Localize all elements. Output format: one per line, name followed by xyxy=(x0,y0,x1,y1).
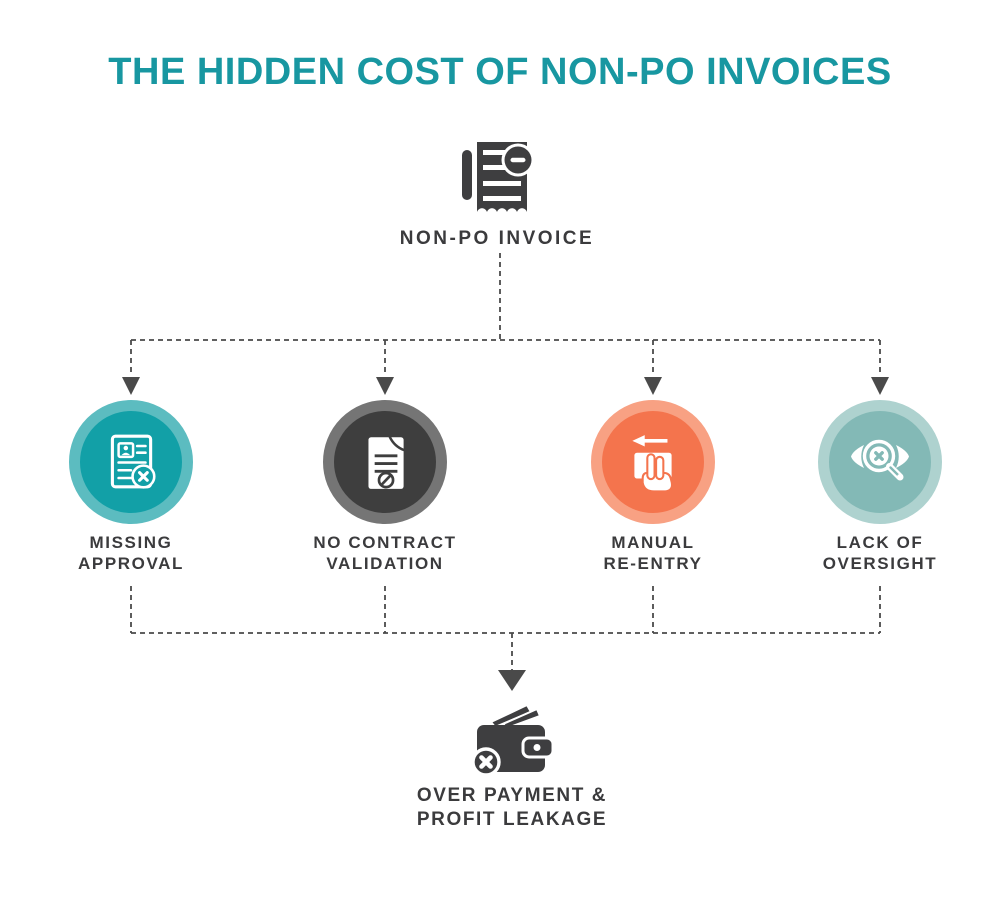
overpayment-wallet-icon xyxy=(471,703,555,777)
cause-circle-no-contract-validation xyxy=(323,400,447,524)
manual-entry-swipe-hand-icon xyxy=(632,435,674,493)
cause-circle-missing-approval xyxy=(69,400,193,524)
non-po-invoice-receipt-icon xyxy=(462,142,535,212)
arrow-down-icon xyxy=(498,670,526,691)
cause-label-no-contract-validation: NO CONTRACT VALIDATION xyxy=(313,533,457,573)
dashed-lines xyxy=(130,253,881,670)
arrow-down-icon xyxy=(644,377,662,395)
cause-label-manual-re-entry: MANUAL RE-ENTRY xyxy=(603,533,703,573)
arrow-down-icon xyxy=(122,377,140,395)
page-title: THE HIDDEN COST OF NON-PO INVOICES xyxy=(108,51,892,93)
arrow-down-icon xyxy=(871,377,889,395)
result-node-label: OVER PAYMENT & PROFIT LEAKAGE xyxy=(416,785,608,830)
arrow-down-icon xyxy=(376,377,394,395)
root-node-label: NON-PO INVOICE xyxy=(399,228,595,249)
cause-label-missing-approval: MISSING APPROVAL xyxy=(78,533,184,573)
cause-label-lack-of-oversight: LACK OF OVERSIGHT xyxy=(822,533,938,573)
cause-circle-manual-re-entry xyxy=(591,400,715,524)
invalid-contract-document-icon xyxy=(368,436,405,489)
cause-circle-lack-of-oversight xyxy=(818,400,942,524)
rejected-approval-document-icon xyxy=(110,434,156,489)
oversight-eye-magnifier-icon xyxy=(851,439,909,481)
